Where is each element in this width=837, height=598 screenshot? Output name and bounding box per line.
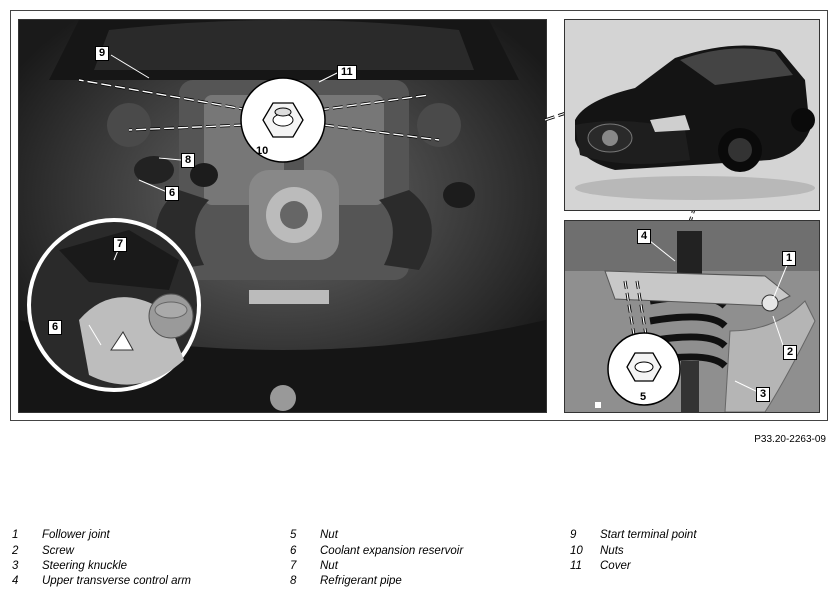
legend-text: Coolant expansion reservoir (320, 545, 464, 557)
engine-bay-photo: 9 11 10 8 6 7 6 (18, 19, 547, 413)
callout-follower-joint: 1 (782, 251, 797, 266)
legend-number: 10 (570, 545, 583, 557)
callout-steering-knuckle: 3 (756, 387, 771, 402)
callout-coolant-reservoir: 6 (165, 186, 180, 201)
legend-text: Cover (600, 560, 631, 572)
legend-text: Nuts (600, 545, 624, 557)
legend-number: 6 (290, 545, 297, 557)
legend-text: Refrigerant pipe (320, 575, 402, 587)
legend-text: Start terminal point (600, 529, 697, 541)
legend-number: 1 (12, 529, 19, 541)
legend-number: 4 (12, 575, 19, 587)
suspension-drawing (565, 221, 819, 412)
legend-number: 9 (570, 529, 577, 541)
vehicle-drawing (565, 20, 819, 210)
callout-upper-control-arm: 4 (637, 229, 652, 244)
callout-nuts: 10 (256, 145, 269, 157)
legend-text: Nut (320, 529, 338, 541)
suspension-photo: 4 1 2 3 5 (564, 220, 820, 413)
callout-refrigerant-pipe: 8 (181, 153, 196, 168)
callout-coolant-reservoir-detail: 6 (48, 320, 63, 335)
legend-text: Upper transverse control arm (42, 575, 191, 587)
legend-text: Screw (42, 545, 74, 557)
legend-number: 2 (12, 545, 19, 557)
legend-text: Nut (320, 560, 338, 572)
callout-nut-5: 5 (640, 391, 647, 403)
legend-number: 11 (570, 560, 582, 572)
legend-text: Steering knuckle (42, 560, 128, 572)
legend-number: 7 (290, 560, 297, 572)
engine-bay-drawing (19, 20, 546, 412)
figure-reference: P33.20-2263-09 (754, 434, 826, 445)
callout-nut-7: 7 (113, 237, 128, 252)
legend-number: 5 (290, 529, 297, 541)
legend-number: 8 (290, 575, 297, 587)
callout-start-terminal-point: 9 (95, 46, 110, 61)
legend-text: Follower joint (42, 529, 110, 541)
vehicle-photo (564, 19, 820, 211)
callout-cover: 11 (337, 65, 357, 80)
legend-number: 3 (12, 560, 19, 572)
callout-screw: 2 (783, 345, 798, 360)
